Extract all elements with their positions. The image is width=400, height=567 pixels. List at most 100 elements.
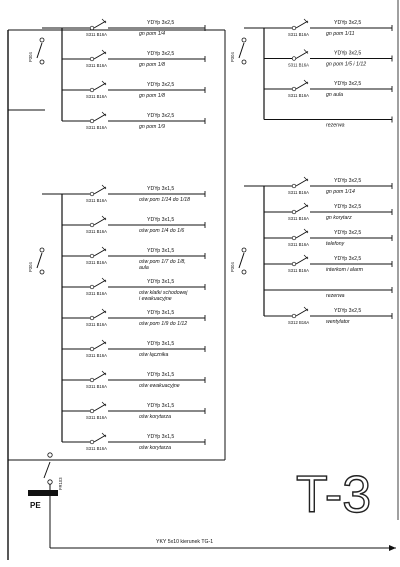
- breaker-contact: [89, 222, 95, 228]
- breaker-label: S311 B16A: [86, 353, 107, 358]
- circuit-description: rezerwa: [326, 123, 345, 129]
- group-switch-label: P304: [28, 52, 33, 62]
- breaker-blade: [93, 341, 107, 350]
- breaker-blade: [93, 20, 107, 29]
- cable-label: YDYp 3x1,5: [147, 372, 174, 378]
- circuit-description: gn pom 1/9: [139, 124, 165, 130]
- breaker-mark: [303, 202, 309, 208]
- breaker-label: S311 B16A: [86, 125, 107, 130]
- breaker-label: S311 B16A: [86, 32, 107, 37]
- circuit-description: rezerwa: [326, 293, 345, 299]
- cable-label: YDYp 3x1,5: [147, 434, 174, 440]
- pe-label: PE: [30, 501, 41, 510]
- cable-label: YDYp 3x1,5: [147, 186, 174, 192]
- breaker-blade: [295, 20, 309, 29]
- breaker-contact: [291, 261, 297, 267]
- breaker-contact: [291, 235, 297, 241]
- breaker-mark: [101, 215, 107, 221]
- cable-label: YDYp 3x1,5: [147, 403, 174, 409]
- breaker-label: S311 B16A: [288, 268, 309, 273]
- cable-label: YDYp 3x1,5: [147, 248, 174, 254]
- group-switch-contact: [39, 269, 45, 275]
- breaker-label: S311 B16A: [86, 63, 107, 68]
- circuit-description: interkom i alarm: [326, 267, 364, 273]
- breaker-contact: [89, 191, 95, 197]
- breaker-label: S311 B16A: [86, 322, 107, 327]
- breaker-mark: [101, 18, 107, 24]
- breaker-blade: [93, 248, 107, 257]
- breaker-label: S311 B16A: [86, 229, 107, 234]
- circuit-description: gn pom 1/4: [139, 31, 165, 37]
- breaker-contact: [89, 439, 95, 445]
- breaker-label: S311 B16A: [288, 93, 309, 98]
- cable-label: YDYp 3x2,5: [334, 230, 361, 236]
- circuit-description: telefony: [326, 241, 345, 247]
- breaker-contact: [89, 377, 95, 383]
- breaker-contact: [291, 183, 297, 189]
- circuit-description: i ewakuacyjne: [139, 296, 172, 302]
- breaker-mark: [303, 18, 309, 24]
- breaker-mark: [101, 401, 107, 407]
- circuit-description: gn pom 1/8: [139, 93, 165, 99]
- breaker-label: S311 B16A: [86, 415, 107, 420]
- circuit-description: gn pom 1/5 i 1/12: [326, 62, 366, 68]
- breaker-contact: [89, 118, 95, 124]
- breaker-blade: [295, 81, 309, 90]
- circuit-description: gn korytarz: [326, 215, 352, 221]
- group-switch-contact: [241, 269, 247, 275]
- breaker-blade: [93, 403, 107, 412]
- breaker-blade: [295, 308, 309, 317]
- breaker-blade: [295, 230, 309, 239]
- circuit-description: ośw pom 1/14 do 1/18: [139, 197, 190, 203]
- group-switch-contact: [39, 59, 45, 65]
- cable-label: YDYp 3x2,5: [147, 82, 174, 88]
- breaker-mark: [303, 228, 309, 234]
- cable-label: YDYp 3x2,5: [334, 308, 361, 314]
- cable-label: YDYp 3x2,5: [147, 113, 174, 119]
- breaker-label: S311 B16A: [288, 63, 309, 68]
- breaker-mark: [303, 176, 309, 182]
- circuit-description: gn aula: [326, 92, 343, 98]
- breaker-contact: [89, 87, 95, 93]
- cable-label: YDYp 3x2,5: [334, 178, 361, 184]
- group-switch-contact: [241, 247, 247, 253]
- breaker-mark: [101, 339, 107, 345]
- circuit-description: ośw klatki schodowej: [139, 290, 188, 296]
- breaker-label: S311 B16A: [288, 190, 309, 195]
- breaker-blade: [93, 279, 107, 288]
- breaker-mark: [101, 80, 107, 86]
- breaker-mark: [101, 49, 107, 55]
- breaker-mark: [101, 277, 107, 283]
- group-switch-contact: [39, 247, 45, 253]
- breaker-blade: [93, 113, 107, 122]
- circuit-description: gn pom 1/11: [326, 31, 355, 37]
- breaker-contact: [89, 315, 95, 321]
- group-switch-blade: [238, 42, 245, 59]
- group-switch-contact: [39, 37, 45, 43]
- breaker-blade: [93, 434, 107, 443]
- cable-label: YDYp 3x2,5: [334, 256, 361, 262]
- circuit-description: ośw korytarza: [139, 414, 171, 420]
- breaker-label: S311 B16A: [288, 242, 309, 247]
- circuit-description: ośw pom 1/9 do 1/12: [139, 321, 187, 327]
- main-switch: FR103: [43, 452, 63, 548]
- feeder-label: YKY 5x10 kierunek TG-1: [156, 539, 213, 545]
- group-switch-blade: [238, 252, 245, 269]
- circuit-description: wentylator: [326, 319, 350, 325]
- breaker-mark: [101, 246, 107, 252]
- circuit-description: ośw korytarza: [139, 445, 171, 451]
- group-switch-contact: [241, 37, 247, 43]
- breaker-contact: [291, 313, 297, 319]
- group-switch-label: P304: [28, 262, 33, 272]
- cable-label: YDYp 3x2,5: [147, 20, 174, 26]
- breaker-label: S311 B16A: [288, 32, 309, 37]
- breaker-label: S311 B16A: [86, 446, 107, 451]
- breaker-blade: [93, 82, 107, 91]
- breaker-blade: [295, 51, 309, 59]
- breaker-blade: [93, 51, 107, 60]
- breaker-contact: [89, 408, 95, 414]
- breaker-label: S311 B16A: [86, 94, 107, 99]
